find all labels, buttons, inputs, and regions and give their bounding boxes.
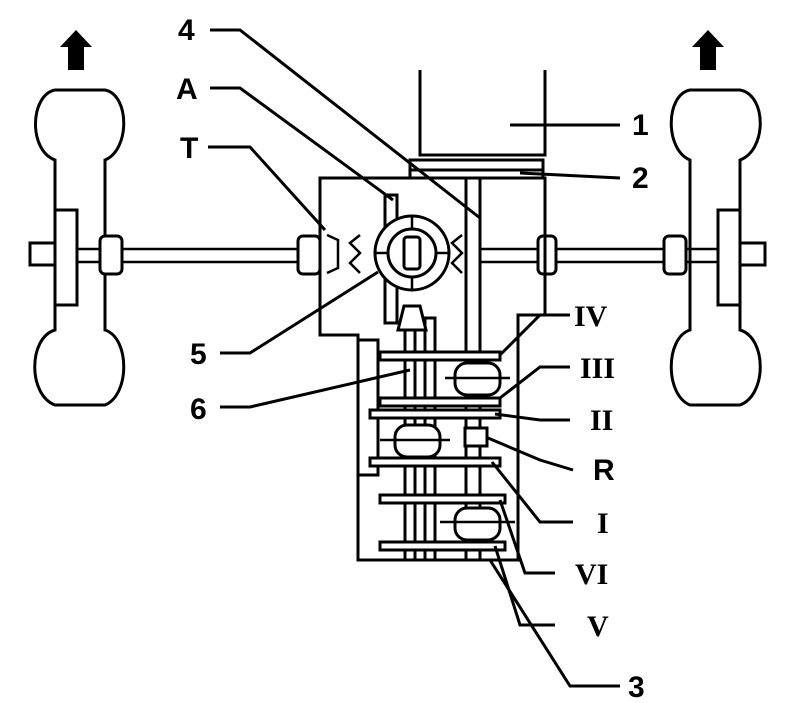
gear-pair-I xyxy=(368,456,502,468)
label-5: 5 xyxy=(190,338,207,371)
label-IV: IV xyxy=(574,300,608,333)
gear-pair-VI xyxy=(378,493,507,505)
label-III: III xyxy=(580,352,615,385)
gear-pair-III xyxy=(378,396,502,408)
left-wheel xyxy=(28,88,126,407)
label-VI: VI xyxy=(575,558,608,591)
gear-pair-V xyxy=(378,540,507,552)
right-arrow-up-icon xyxy=(692,30,724,70)
engine-block xyxy=(418,70,547,157)
leader-lines xyxy=(208,28,621,688)
left-half-shaft xyxy=(77,234,322,276)
label-II: II xyxy=(590,404,613,437)
label-4: 4 xyxy=(178,14,195,47)
reverse-idler xyxy=(463,426,489,448)
label-T: T xyxy=(180,132,198,165)
left-arrow-up-icon xyxy=(60,30,92,70)
label-3: 3 xyxy=(628,671,645,703)
label-6: 6 xyxy=(190,393,207,426)
label-2: 2 xyxy=(632,162,649,195)
synchro-II-III xyxy=(380,423,450,459)
label-I: I xyxy=(597,507,609,540)
label-A: A xyxy=(176,73,198,106)
differential xyxy=(326,193,464,332)
synchro-V-VI xyxy=(440,506,515,542)
right-wheel xyxy=(669,88,767,407)
clutch-plates xyxy=(408,158,545,180)
gear-pair-II xyxy=(368,408,502,420)
label-R: R xyxy=(593,454,615,487)
gear-pair-IV xyxy=(378,350,510,397)
right-half-shaft xyxy=(470,234,718,276)
label-1: 1 xyxy=(632,109,649,142)
label-V: V xyxy=(587,610,609,643)
